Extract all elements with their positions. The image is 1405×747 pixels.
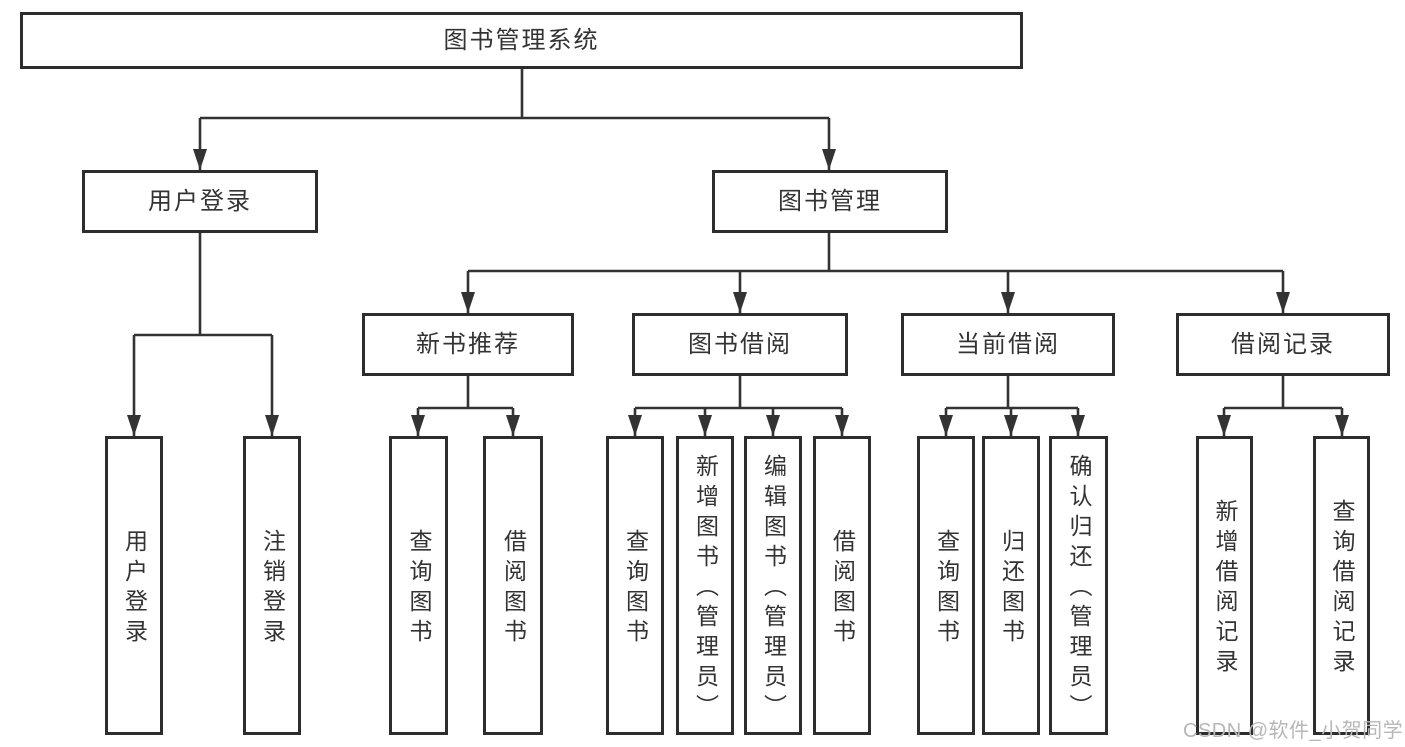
leaf-edit-book-admin: 编辑图书（管理员） — [744, 436, 802, 735]
leaf-query-books-borrowing: 查询图书 — [606, 436, 664, 735]
connector-borrow-records-trunk — [1224, 376, 1342, 410]
leaf-query-books-recommend: 查询图书 — [389, 436, 448, 735]
leaf-borrow-books-borrowing: 借阅图书 — [813, 436, 871, 735]
leaf-add-book-admin: 新增图书（管理员） — [676, 436, 734, 735]
leaf-user-login: 用户登录 — [105, 436, 163, 735]
leaf-return-books: 归还图书 — [982, 436, 1040, 735]
leaf-add-borrow-record: 新增借阅记录 — [1196, 436, 1253, 735]
node-book-borrowing: 图书借阅 — [632, 313, 848, 376]
leaf-query-books-current: 查询图书 — [917, 436, 975, 735]
connector-current-borrow-trunk — [946, 376, 1078, 410]
connector-new-book-trunk — [418, 376, 513, 410]
connector-root-trunk — [200, 69, 829, 120]
connector-user-login-trunk — [134, 233, 272, 337]
node-new-book-recommendation: 新书推荐 — [362, 313, 574, 376]
node-borrowing-records: 借阅记录 — [1176, 313, 1390, 376]
leaf-confirm-return-admin: 确认归还（管理员） — [1049, 436, 1108, 735]
node-book-management: 图书管理 — [712, 170, 948, 233]
connector-book-management-trunk — [468, 233, 1283, 273]
node-user-login: 用户登录 — [82, 170, 318, 233]
csdn-watermark: CSDN @软件_小贺同学 — [1183, 720, 1404, 742]
leaf-logout: 注销登录 — [243, 436, 301, 735]
leaf-query-borrow-record: 查询借阅记录 — [1313, 436, 1370, 735]
connector-book-borrow-trunk — [635, 376, 842, 410]
node-library-management-system: 图书管理系统 — [20, 12, 1023, 69]
node-current-borrowing: 当前借阅 — [901, 313, 1115, 376]
leaf-borrow-books-recommend: 借阅图书 — [483, 436, 543, 735]
